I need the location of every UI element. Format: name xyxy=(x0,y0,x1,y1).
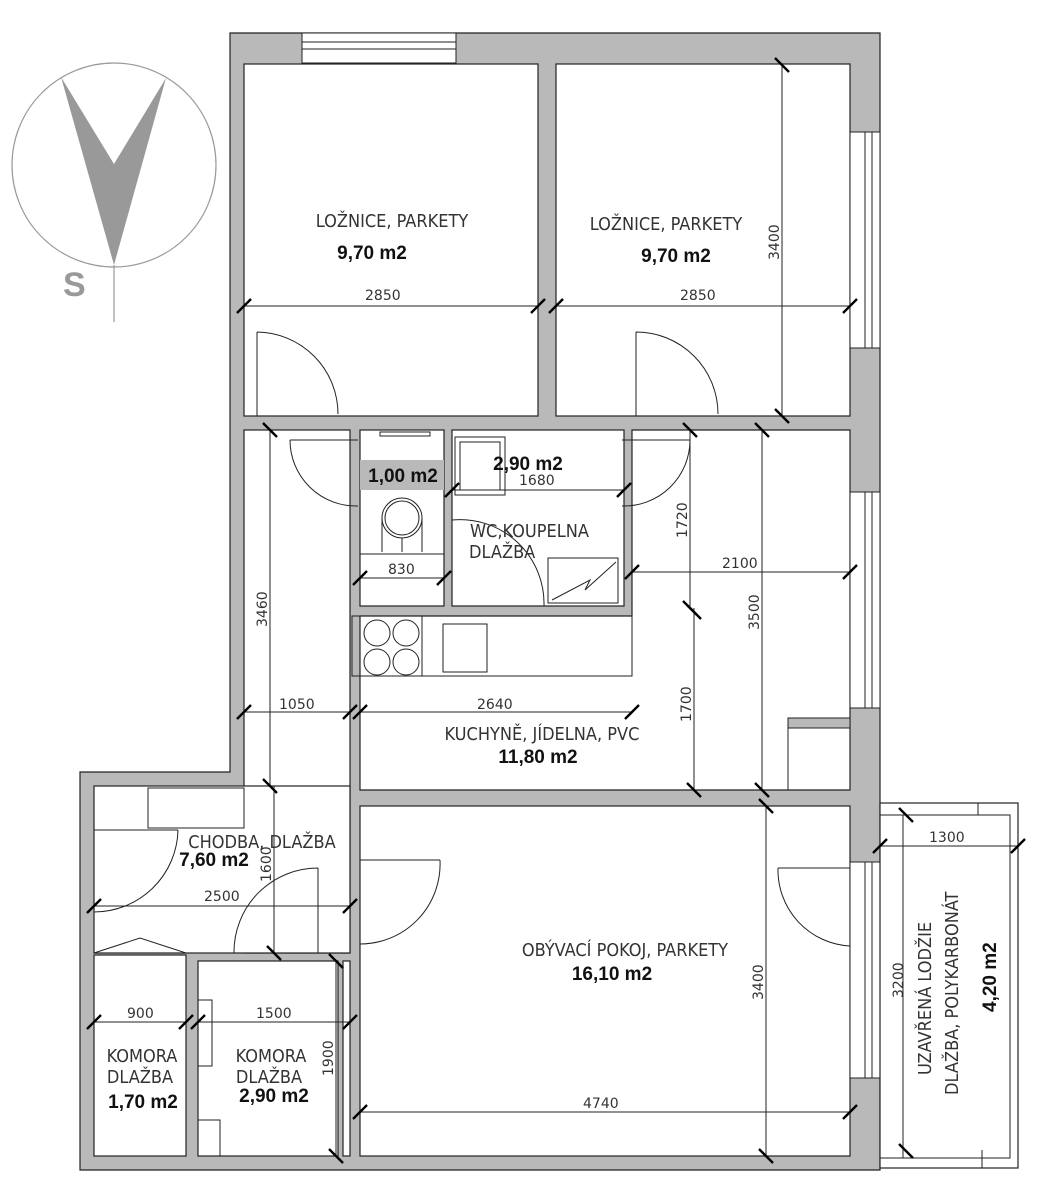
living-name: OBÝVACÍ POKOJ, PARKETY xyxy=(522,939,728,961)
bedroom-left-name: LOŽNICE, PARKETY xyxy=(316,210,469,232)
windows xyxy=(301,32,881,1079)
storage-left-area: 1,70 m2 xyxy=(108,1092,178,1113)
dim-living-depth: 3400 xyxy=(751,964,767,1000)
dim-kitchen-upper: 1720 xyxy=(675,502,691,538)
dimension-lines xyxy=(94,64,1018,1156)
storage-right-name-line2: DLAŽBA xyxy=(236,1066,302,1088)
bedroom-right-area: 9,70 m2 xyxy=(641,246,711,267)
dim-bedroom-right-width: 2850 xyxy=(680,288,716,304)
storage-right-area: 2,90 m2 xyxy=(239,1086,309,1107)
dim-living-width: 4740 xyxy=(583,1096,619,1112)
dim-kitchen-depth: 3500 xyxy=(747,594,763,630)
bedroom-right-name: LOŽNICE, PARKETY xyxy=(590,213,743,235)
bedroom-left-area: 9,70 m2 xyxy=(337,243,407,264)
dim-hallway-upper-width: 1050 xyxy=(279,697,315,713)
loggia-area: 4,20 m2 xyxy=(980,942,1001,1012)
hallway-name: CHODBA, DLAŽBA xyxy=(188,831,335,853)
dimension-labels: 2850 2850 3400 1680 830 1720 2100 3500 1… xyxy=(127,224,965,1112)
dim-storage-right-depth: 1900 xyxy=(321,1040,337,1076)
room-labels: LOŽNICE, PARKETY 9,70 m2 LOŽNICE, PARKET… xyxy=(107,210,1001,1113)
room-interiors xyxy=(93,63,851,1157)
bathroom-name-line1: WC,KOUPELNA xyxy=(470,521,589,542)
dim-bedroom-right-depth: 3400 xyxy=(767,224,783,260)
dim-kitchen-width: 2640 xyxy=(477,697,513,713)
loggia-name-line2: DLAŽBA, POLYKARBONÁT xyxy=(941,891,963,1095)
storage-left-name-line2: DLAŽBA xyxy=(107,1066,173,1088)
bathroom-area: 2,90 m2 xyxy=(493,454,563,475)
storage-right-name-line1: KOMORA xyxy=(236,1046,307,1067)
dim-kitchen-lower: 1700 xyxy=(679,686,695,722)
dim-hallway-length: 3460 xyxy=(255,591,271,627)
dim-bedroom-left-width: 2850 xyxy=(365,288,401,304)
bathroom-name-line2: DLAŽBA xyxy=(469,541,535,563)
dim-wc-width: 830 xyxy=(388,562,415,578)
doors xyxy=(93,331,851,954)
storage-left-name-line1: KOMORA xyxy=(107,1046,178,1067)
hallway-area: 7,60 m2 xyxy=(179,850,249,871)
dim-kitchen-right-width: 2100 xyxy=(722,556,758,572)
loggia-name-line1: UZAVŘENÁ LODŽIE xyxy=(914,922,936,1075)
living-area: 16,10 m2 xyxy=(572,964,652,985)
compass-label: S xyxy=(63,266,86,304)
north-arrow-icon: S xyxy=(11,62,217,322)
dim-hallway-short: 1600 xyxy=(259,846,275,882)
dim-loggia-width: 1300 xyxy=(929,830,965,846)
kitchen-area: 11,80 m2 xyxy=(498,747,577,768)
kitchen-name: KUCHYNĚ, JÍDELNA, PVC xyxy=(445,723,640,745)
dim-hallway-width: 2500 xyxy=(204,889,240,905)
dim-storage-right-width: 1500 xyxy=(256,1006,292,1022)
dim-storage-left-width: 900 xyxy=(127,1006,154,1022)
wc-area: 1,00 m2 xyxy=(368,466,438,487)
dim-bathroom-width: 1680 xyxy=(519,473,555,489)
loggia xyxy=(879,802,1019,1169)
dim-loggia-length: 3200 xyxy=(891,962,907,998)
dimension-ticks xyxy=(86,57,1026,1164)
